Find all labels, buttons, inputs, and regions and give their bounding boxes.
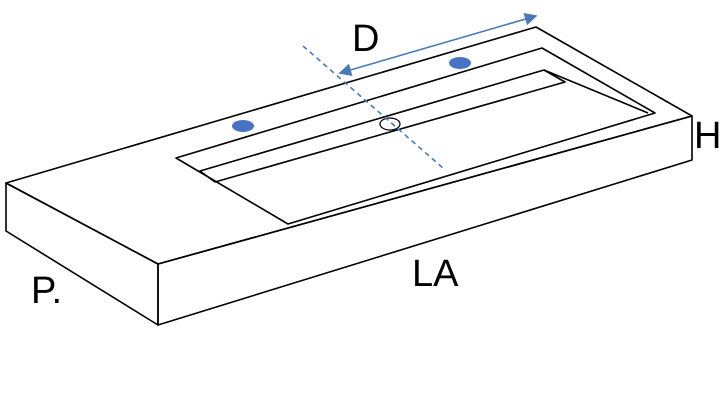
slab-top-face [5,26,693,265]
basin [175,47,656,225]
drain-hole [379,117,401,131]
tap-hole-right [449,57,471,69]
basin-slope-line [543,69,649,114]
countertop-slab [5,26,693,326]
basin-rim [175,47,656,225]
basin-inner-back-wall [199,69,566,183]
tap-hole-left [232,120,254,132]
label-spacing: D [352,18,379,60]
slab-side-face [5,182,159,326]
center-dashed-line [302,45,444,169]
label-height: H [694,115,720,157]
spacing-dimension-arrow [338,12,538,77]
label-length: LA [412,253,459,295]
label-depth: P. [31,270,62,312]
